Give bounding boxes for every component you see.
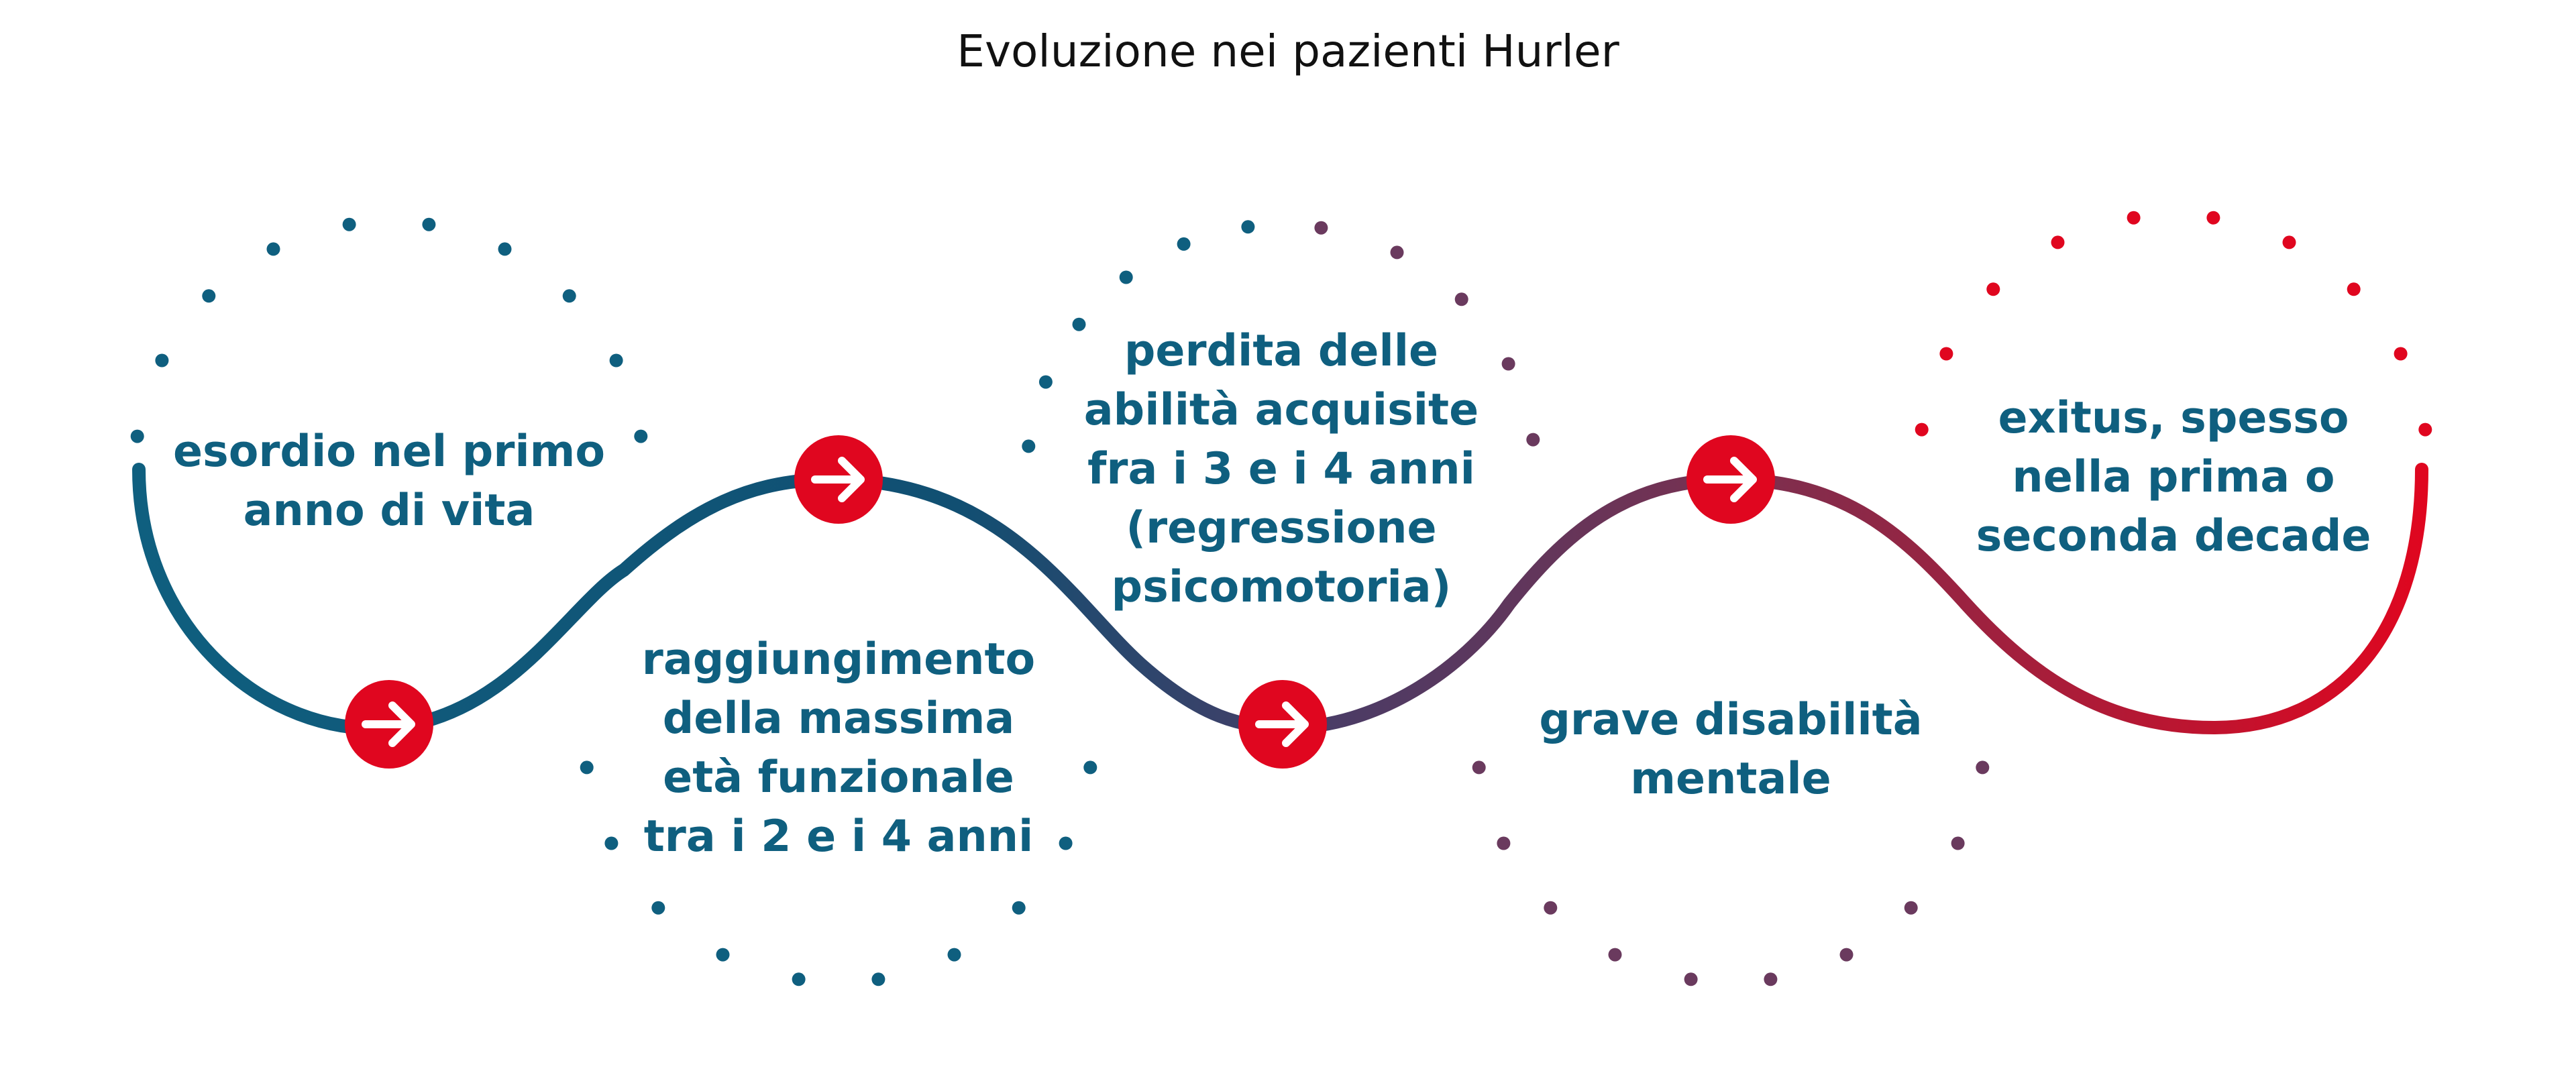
ring-dot (947, 948, 961, 962)
ring-dot (1038, 375, 1053, 389)
ring-dot (1986, 282, 2000, 296)
ring-dot (871, 972, 885, 986)
step-2-line-3: età funzionale (663, 752, 1014, 803)
arrow-right-icon (1703, 457, 1757, 502)
ring-dot (1951, 836, 1965, 850)
ring-dot (2127, 211, 2141, 225)
arrow-badge-2 (794, 435, 883, 524)
ring-dot (342, 217, 356, 231)
arrow-right-icon (362, 701, 415, 747)
ring-dot (634, 429, 648, 443)
step-3-line-2: abilità acquisite (1083, 385, 1479, 435)
ring-dot (1764, 972, 1778, 986)
ring-dot (1839, 948, 1854, 962)
ring-dot (266, 242, 280, 256)
step-2-line-1: raggiungimento (641, 634, 1036, 685)
ring-dot (1976, 760, 1990, 775)
arrow-badge-1 (345, 680, 433, 769)
ring-dot (792, 972, 806, 986)
ring-dot (1904, 901, 1918, 915)
step-4-line-2: mentale (1630, 754, 1831, 804)
arrow-badge-4 (1686, 435, 1775, 524)
step-5-line-3: seconda decade (1976, 511, 2371, 561)
arrow-badge-3 (1238, 680, 1327, 769)
ring-dot (1454, 292, 1468, 306)
ring-dot (2418, 422, 2432, 437)
ring-dot (2347, 282, 2361, 296)
ring-dot (2051, 235, 2065, 249)
step-3-line-5: psicomotoria) (1111, 562, 1452, 612)
diagram-title: Evoluzione nei pazienti Hurler (957, 25, 1619, 77)
ring-dot (1083, 760, 1097, 775)
ring-dot (609, 353, 623, 367)
step-3-line-3: fra i 3 e i 4 anni (1087, 444, 1475, 494)
ring-dot (562, 289, 576, 303)
ring-dot (202, 289, 216, 303)
step-5-line-2: nella prima o (2012, 452, 2335, 502)
ring-dot (1241, 220, 1255, 234)
ring-dot (1472, 760, 1486, 775)
ring-dot (651, 901, 665, 915)
arrow-right-icon (811, 457, 865, 502)
step-1-label: esordio nel primo anno di vita (173, 422, 605, 541)
ring-dot (1059, 836, 1073, 850)
step-1-line-2: anno di vita (243, 486, 535, 536)
ring-dot (580, 760, 594, 775)
dotted-circles (130, 211, 2432, 986)
ring-dot (1390, 245, 1404, 260)
ring-dot (1022, 439, 1036, 453)
ring-dot (1314, 221, 1328, 235)
ring-dot (422, 217, 436, 231)
ring-dot (498, 242, 512, 256)
step-3-label: perdita delle abilità acquisite fra i 3 … (1084, 322, 1479, 617)
step-4-label: grave disabilità mentale (1539, 691, 1922, 809)
arrow-right-icon (1255, 701, 1309, 747)
ring-dot (1012, 901, 1026, 915)
ring-dot (716, 948, 730, 962)
ring-dot (1501, 357, 1515, 371)
ring-dot (2206, 211, 2220, 225)
ring-dot (2394, 347, 2408, 361)
step-3-line-1: perdita delle (1124, 326, 1439, 376)
step-4-line-1: grave disabilità (1539, 695, 1923, 745)
ring-dot (155, 353, 169, 367)
step-5-label: exitus, spesso nella prima o seconda dec… (1976, 389, 2371, 566)
ring-dot (1608, 948, 1622, 962)
step-2-line-2: della massima (662, 693, 1015, 744)
ring-dot (1497, 836, 1511, 850)
ring-dot (1526, 433, 1540, 447)
ring-dot (1177, 237, 1191, 251)
step-3-line-4: (regressione (1126, 503, 1437, 553)
ring-dot (130, 429, 144, 443)
ring-dot (1915, 422, 1929, 437)
step-2-line-4: tra i 2 e i 4 anni (643, 811, 1034, 862)
ring-dot (604, 836, 619, 850)
ring-dot (1072, 317, 1086, 331)
ring-dot (1544, 901, 1558, 915)
step-5-line-1: exitus, spesso (1998, 393, 2349, 443)
ring-dot (1119, 270, 1133, 284)
step-1-line-1: esordio nel primo (172, 427, 606, 477)
ring-dot (2282, 235, 2296, 249)
ring-dot (1939, 347, 1953, 361)
step-2-label: raggiungimento della massima età funzion… (642, 630, 1035, 866)
ring-dot (1684, 972, 1698, 986)
